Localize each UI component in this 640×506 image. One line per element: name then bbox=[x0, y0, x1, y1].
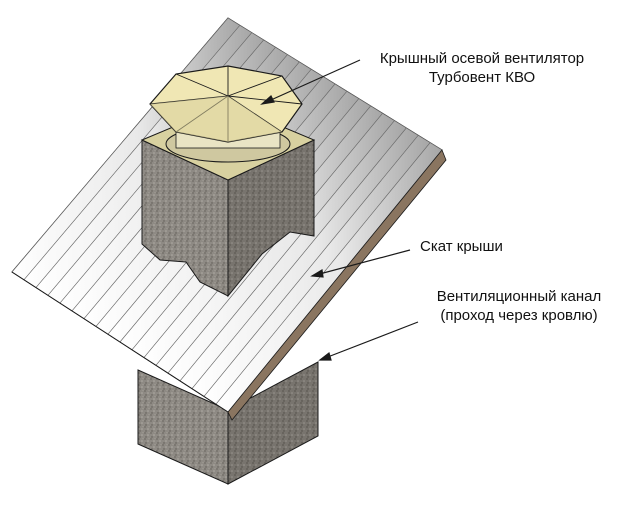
leader-fan bbox=[261, 59, 361, 105]
duct-label-line2: (проход через кровлю) bbox=[440, 307, 598, 324]
duct-label: Вентиляционный канал (проход через кровл… bbox=[420, 287, 618, 325]
fan-label-line1: Крышный осевой вентилятор bbox=[379, 50, 585, 67]
leader-lines bbox=[260, 59, 419, 361]
leader-roof bbox=[311, 249, 411, 277]
chimney-lower bbox=[137, 361, 319, 485]
fan-label-line2: Турбовент КВО bbox=[428, 69, 536, 86]
roof-fan bbox=[149, 65, 303, 163]
fan-cap bbox=[149, 65, 303, 143]
roof-slope-label: Скат крыши bbox=[420, 238, 503, 255]
fan-label: Крышный осевой вентилятор Турбовент КВО bbox=[365, 49, 599, 87]
duct-label-line1: Вентиляционный канал bbox=[436, 288, 602, 305]
leader-duct bbox=[319, 321, 419, 361]
